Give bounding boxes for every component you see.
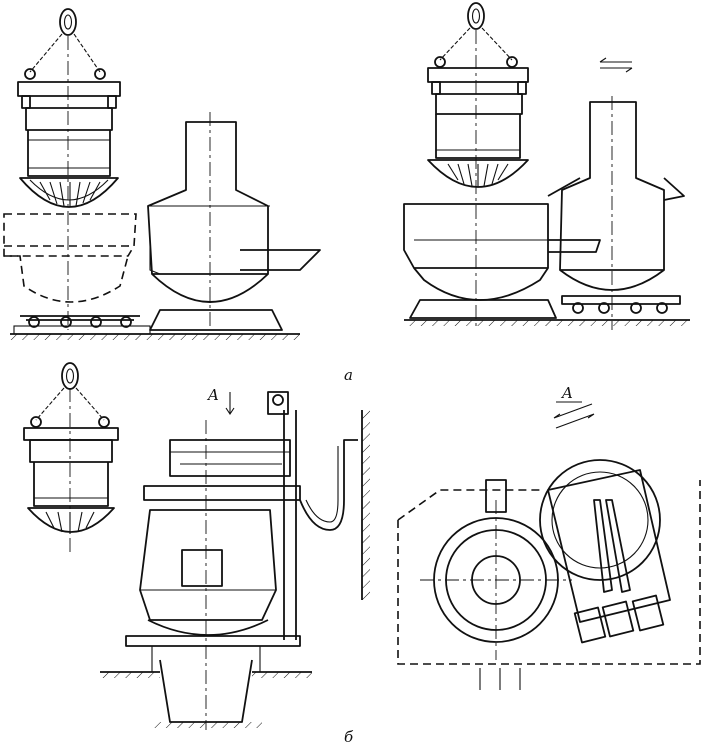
view-arrow bbox=[225, 392, 235, 415]
ladle-plan-circle bbox=[539, 459, 661, 581]
pipe bbox=[299, 439, 358, 531]
ladle-traverse bbox=[17, 81, 121, 97]
hatch-door bbox=[181, 549, 223, 587]
converter-shell bbox=[147, 121, 269, 275]
view-label: A bbox=[560, 384, 573, 402]
view-a-plan: A bbox=[397, 384, 701, 690]
ladle-car-body bbox=[403, 203, 549, 269]
dashed-transfer-car bbox=[3, 213, 137, 257]
motion-arrows bbox=[599, 57, 633, 73]
crane-hook-ring-2 bbox=[467, 2, 485, 30]
view-motion-arrows bbox=[553, 403, 595, 429]
lifting-column bbox=[283, 410, 297, 640]
top-mechanism bbox=[169, 439, 291, 477]
bucket-body bbox=[27, 130, 111, 177]
top-left-scene bbox=[3, 8, 321, 335]
part-a-label: a bbox=[344, 366, 353, 384]
sling-chains bbox=[29, 33, 101, 73]
tilting-frame bbox=[547, 469, 671, 623]
support-beam bbox=[143, 485, 301, 501]
bucket-bottom bbox=[19, 177, 119, 208]
crane-hook-ring bbox=[59, 8, 77, 36]
top-right-scene bbox=[403, 2, 685, 330]
bottom-left-scene: A bbox=[23, 362, 358, 730]
part-b-label: б bbox=[344, 728, 354, 745]
plan-outline bbox=[397, 480, 701, 665]
converter-spout bbox=[240, 249, 321, 271]
view-arrow-label: A bbox=[206, 386, 219, 404]
converter-body-b bbox=[139, 509, 277, 621]
